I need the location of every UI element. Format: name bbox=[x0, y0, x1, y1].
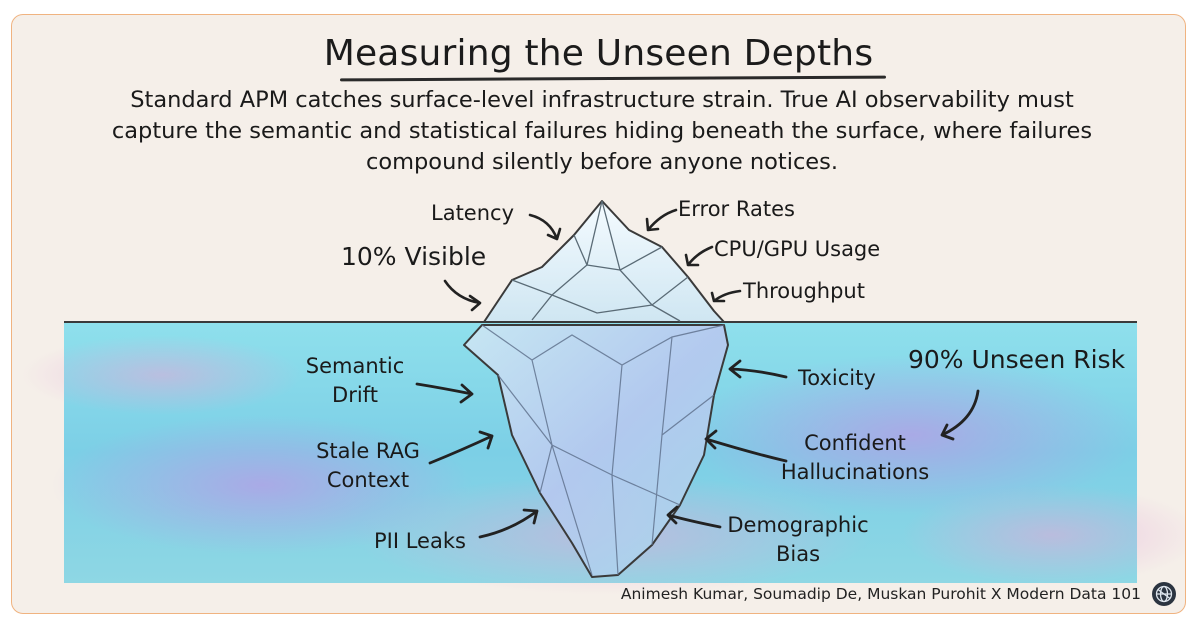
label-confident-hallucinations: Confident Hallucinations bbox=[770, 429, 940, 487]
label-demographic-bias: Demographic Bias bbox=[718, 511, 878, 569]
iceberg-illustration bbox=[22, 200, 1185, 595]
label-unseen-share: 90% Unseen Risk bbox=[908, 345, 1126, 374]
globe-icon bbox=[1152, 582, 1176, 606]
label-stale-rag-context: Stale RAG Context bbox=[304, 437, 432, 495]
author-credit: Animesh Kumar, Soumadip De, Muskan Puroh… bbox=[620, 585, 1141, 603]
label-semantic-drift: Semantic Drift bbox=[298, 352, 412, 410]
page-subtitle: Standard APM catches surface-level infra… bbox=[111, 87, 1093, 175]
page-title: Measuring the Unseen Depths bbox=[323, 33, 874, 74]
label-bias-line1: Demographic bbox=[727, 513, 869, 537]
label-confident-line1: Confident bbox=[804, 431, 906, 455]
arrow-semantic-drift bbox=[415, 382, 474, 404]
label-visible-share: 10% Visible bbox=[341, 242, 487, 271]
arrow-bias bbox=[666, 505, 722, 529]
label-stale-rag-line1: Stale RAG bbox=[316, 439, 420, 463]
label-bias-line2: Bias bbox=[775, 542, 821, 566]
label-stale-rag-line2: Context bbox=[326, 468, 410, 492]
arrow-stale-rag bbox=[428, 430, 494, 465]
arrow-confident bbox=[704, 429, 788, 463]
label-confident-line2: Hallucinations bbox=[780, 460, 930, 484]
label-semantic-drift-line1: Semantic bbox=[305, 354, 405, 378]
label-latency: Latency bbox=[431, 201, 515, 225]
label-error-rates: Error Rates bbox=[678, 197, 795, 221]
arrow-latency bbox=[528, 213, 562, 241]
label-cpu-gpu-usage: CPU/GPU Usage bbox=[714, 237, 881, 261]
arrow-toxicity bbox=[728, 359, 788, 379]
arrow-throughput bbox=[710, 289, 742, 303]
arrow-error-rates bbox=[645, 208, 678, 232]
label-pii-leaks: PII Leaks bbox=[374, 529, 466, 553]
arrow-cpu bbox=[684, 245, 714, 267]
infographic-card: Measuring the Unseen Depths Standard APM… bbox=[11, 14, 1186, 614]
label-semantic-drift-line2: Drift bbox=[332, 383, 378, 407]
arrow-pii bbox=[478, 508, 539, 539]
arrow-unseen bbox=[940, 389, 980, 441]
arrow-visible bbox=[443, 279, 482, 312]
label-throughput: Throughput bbox=[743, 279, 865, 303]
label-toxicity: Toxicity bbox=[798, 366, 876, 390]
